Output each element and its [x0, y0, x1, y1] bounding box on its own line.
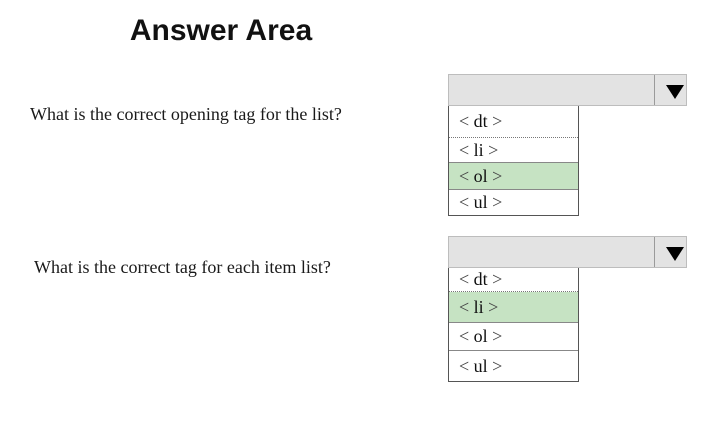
question-1-text: What is the correct opening tag for the … [30, 104, 342, 124]
answer-area-title: Answer Area [129, 14, 313, 47]
open-bracket: < [459, 355, 470, 376]
option-label: ul [473, 192, 488, 212]
open-bracket: < [459, 269, 470, 289]
option-li-selected[interactable]: < li > [449, 292, 578, 323]
option-ol[interactable]: < ol > [449, 323, 578, 351]
option-ul[interactable]: < ul > [449, 351, 578, 381]
option-li[interactable]: < li > [449, 138, 578, 163]
option-label: li [473, 296, 484, 317]
option-label: ul [473, 355, 488, 376]
close-bracket: > [488, 139, 499, 160]
close-bracket: > [488, 296, 499, 317]
option-label: ol [473, 326, 488, 346]
open-bracket: < [459, 111, 470, 131]
open-bracket: < [459, 326, 470, 346]
close-bracket: > [492, 165, 503, 186]
dropdown-divider [654, 237, 655, 267]
question-2-options-list: < dt > < li > < ol > < ul > [448, 268, 579, 382]
triangle-down-icon[interactable] [666, 85, 684, 99]
option-dt[interactable]: < dt > [449, 268, 578, 292]
option-ol-selected[interactable]: < ol > [449, 163, 578, 190]
question-1-options-list: < dt > < li > < ol > < ul > [448, 106, 579, 216]
open-bracket: < [459, 165, 470, 186]
option-label: li [473, 139, 484, 160]
option-ul[interactable]: < ul > [449, 190, 578, 215]
triangle-down-icon[interactable] [666, 247, 684, 261]
option-label: dt [473, 111, 488, 131]
question-1-dropdown[interactable] [448, 74, 687, 106]
close-bracket: > [492, 192, 503, 212]
question-2-dropdown[interactable] [448, 236, 687, 268]
open-bracket: < [459, 192, 470, 212]
question-2-text: What is the correct tag for each item li… [34, 257, 331, 277]
open-bracket: < [459, 296, 470, 317]
close-bracket: > [492, 269, 503, 289]
dropdown-divider [654, 75, 655, 105]
close-bracket: > [492, 355, 503, 376]
option-label: ol [473, 165, 488, 186]
open-bracket: < [459, 139, 470, 160]
close-bracket: > [492, 326, 503, 346]
option-label: dt [473, 269, 488, 289]
close-bracket: > [492, 111, 503, 131]
option-dt[interactable]: < dt > [449, 106, 578, 138]
